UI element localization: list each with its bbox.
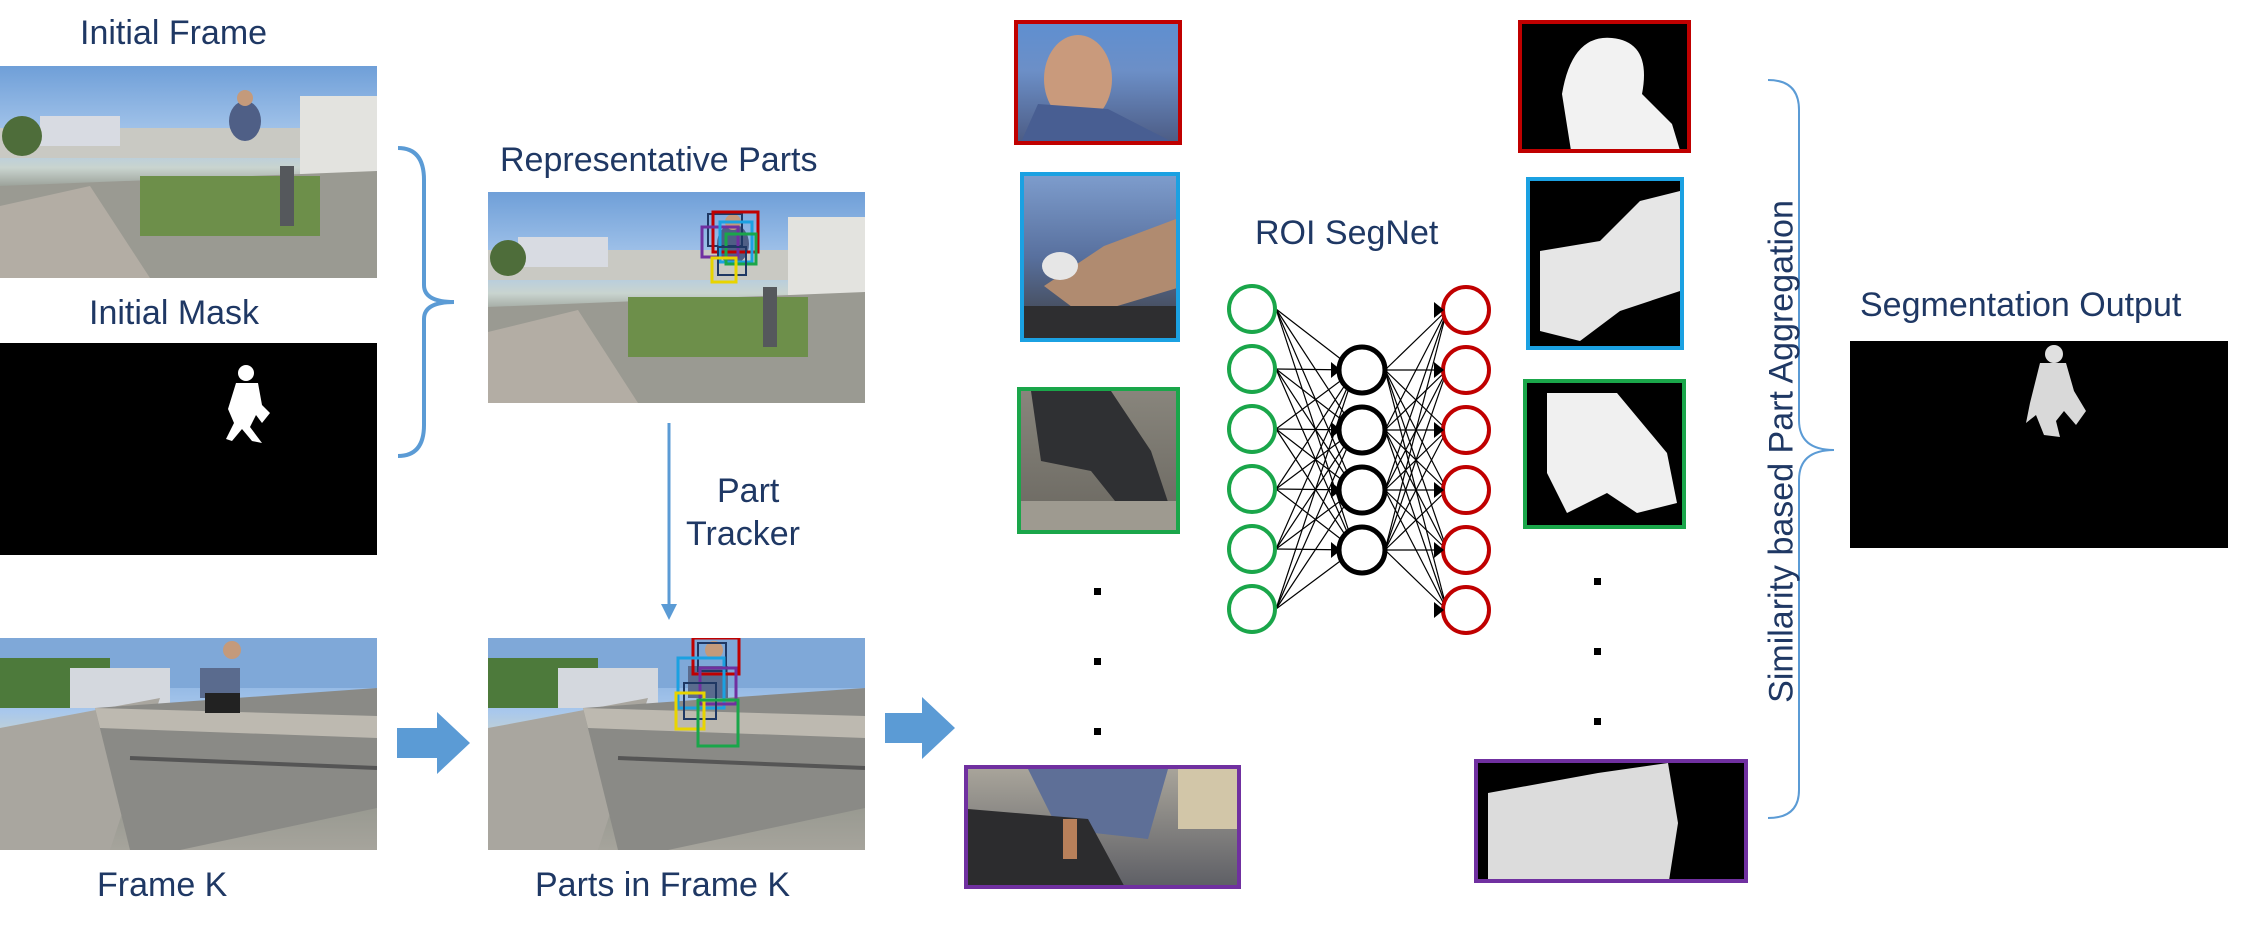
- mask-crop-purple-content: [1488, 763, 1678, 879]
- representative-parts-scene: [488, 214, 865, 403]
- part-crop-red-content: [1021, 35, 1171, 141]
- initial-mask-label: Initial Mask: [89, 294, 260, 332]
- initial-frame-label: Initial Frame: [80, 14, 268, 52]
- parts-in-frame-k-image: [488, 638, 865, 850]
- segmentation-output-image: [1850, 341, 2228, 548]
- representative-parts-boxes: [700, 210, 760, 284]
- mask-crop-blue: [1526, 177, 1684, 350]
- mask-crop-green-content: [1547, 393, 1677, 513]
- parts-in-frame-k-label: Parts in Frame K: [535, 866, 791, 904]
- initial-mask-image: [0, 343, 377, 555]
- frame-k-image: [0, 638, 377, 850]
- roi-segnet-label: ROI SegNet: [1255, 214, 1439, 252]
- part-crop-red: [1014, 20, 1182, 145]
- part-crop-blue: [1020, 172, 1180, 342]
- representative-parts-image: [488, 192, 865, 403]
- parts-in-frame-k-boxes: [674, 638, 741, 748]
- part-crop-purple-content: [968, 769, 1237, 885]
- initial-frame-scene: [0, 90, 377, 278]
- input-node: [1227, 404, 1277, 454]
- part-crop-green: [1017, 387, 1180, 534]
- representative-parts-label: Representative Parts: [500, 141, 818, 179]
- initial-frame-image: [0, 66, 377, 278]
- initial-mask-silhouette: [226, 365, 270, 443]
- input-node: [1227, 524, 1277, 574]
- part-crop-purple: [964, 765, 1241, 889]
- mask-crop-blue-content: [1540, 191, 1680, 341]
- mask-crop-green: [1523, 379, 1686, 529]
- segmentation-output-label: Segmentation Output: [1860, 286, 2182, 324]
- input-node: [1227, 464, 1277, 514]
- mask-crop-red-content: [1562, 37, 1680, 149]
- frame-k-scene: [0, 638, 377, 850]
- parts-in-frame-k-scene: [488, 638, 865, 850]
- input-node: [1227, 284, 1277, 334]
- frame-k-label: Frame K: [97, 866, 228, 904]
- mask-crop-red: [1518, 20, 1691, 153]
- aggregation-label: Similarity based Part Aggregation: [1762, 200, 1801, 703]
- part-tracker-label-line2: Tracker: [686, 515, 800, 553]
- mask-crop-purple: [1474, 759, 1748, 883]
- segmentation-output-silhouette: [2026, 345, 2086, 437]
- input-node: [1227, 344, 1277, 394]
- part-crop-green-content: [1021, 391, 1176, 530]
- part-crop-blue-content: [1024, 219, 1176, 338]
- input-node: [1227, 584, 1277, 634]
- part-tracker-label-line1: Part: [717, 472, 780, 510]
